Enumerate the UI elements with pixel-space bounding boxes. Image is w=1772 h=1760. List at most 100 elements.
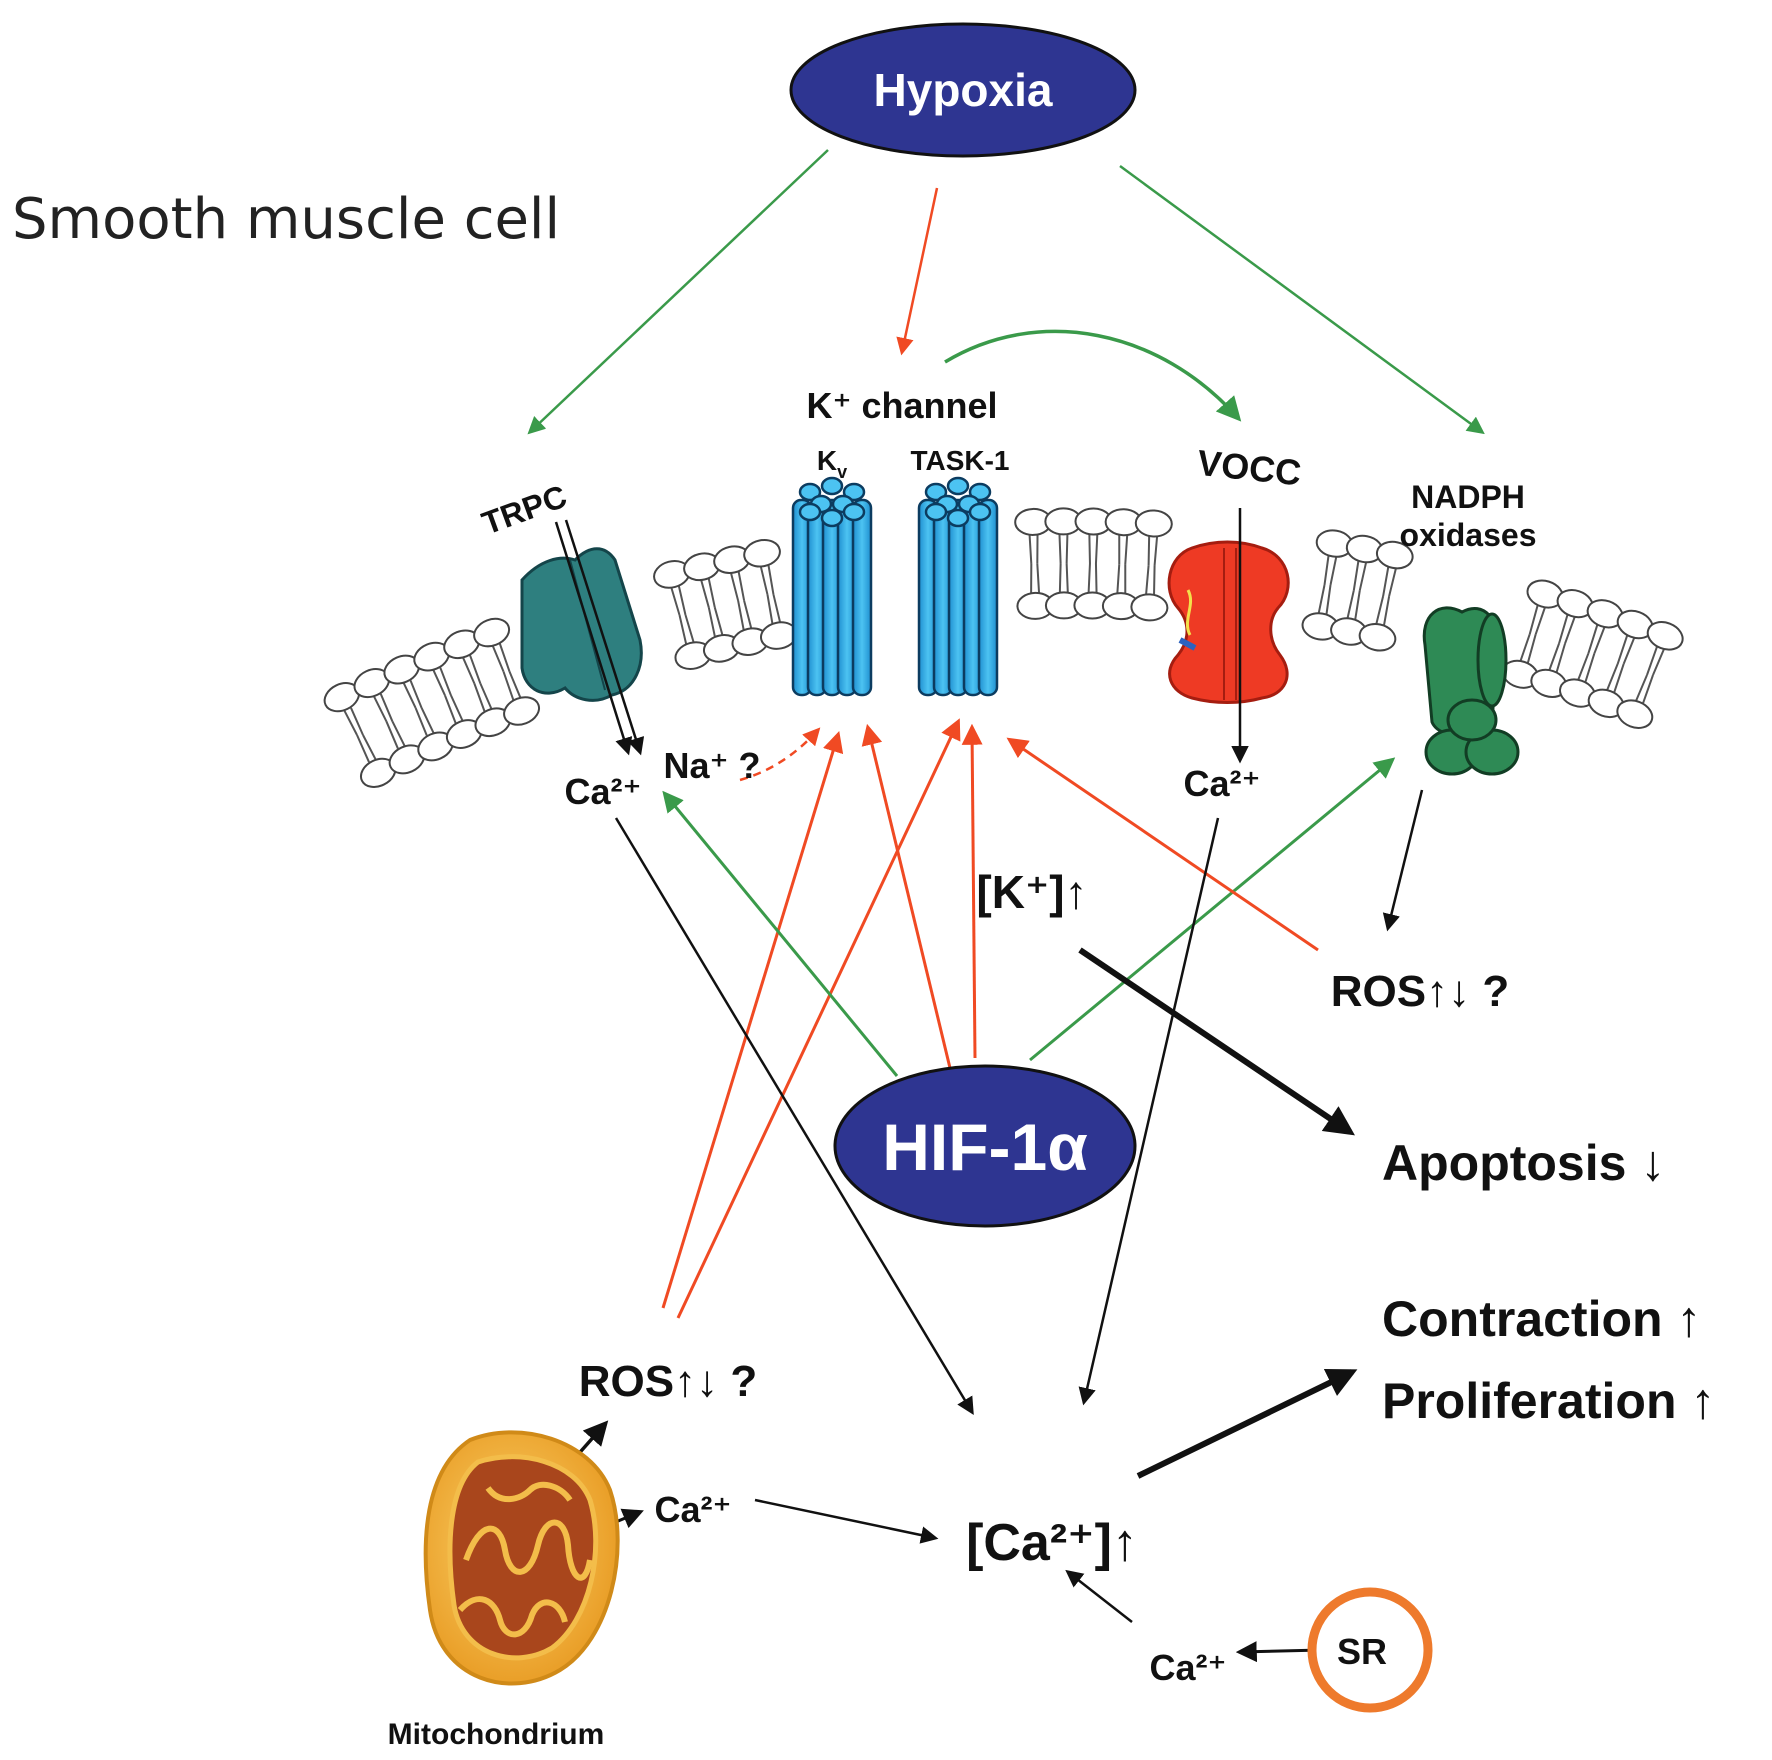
lipid-head [1616,699,1654,729]
lipid-tail [1547,643,1567,673]
lipid-tail [707,607,724,637]
lipid-tail [1317,584,1332,615]
channel-subunit-top [968,502,992,522]
lipid-tail [669,585,687,616]
channel-subunit-top [968,482,992,502]
lipid-tail [1145,565,1156,596]
k-concentration-label: [K⁺]↑ [976,866,1087,918]
lipid-tail [1558,614,1577,644]
hypoxia-label: Hypoxia [874,64,1053,116]
task1-label: TASK-1 [910,445,1009,476]
lipid-tail [431,667,452,696]
channel-subunit-top [924,482,948,502]
lipid-head [473,617,511,648]
lipid-tail [414,707,436,736]
lipid-tail [1374,595,1391,626]
channel-subunit-top [946,476,970,496]
channel-subunit-top [820,476,844,496]
channel-subunit-top [924,502,948,522]
ros-mito-label: ROS↑↓ ? [579,1357,757,1406]
lipid-tail [699,578,716,608]
lipid-tail [1030,563,1041,594]
lipid-tail [371,693,394,722]
lipid-head [1130,593,1169,622]
nadph-label-line1: NADPH [1411,479,1525,515]
page-title: Smooth muscle cell [12,187,560,252]
channel-subunit [977,498,999,697]
lipid-tail [342,707,364,736]
lipid-tail [473,682,494,712]
lipid-tail [461,655,482,684]
proliferation-outcome: Proliferation ↑ [1382,1373,1715,1429]
lipid-tail [1058,533,1069,564]
task1-channel [917,476,999,697]
nadph-oxidase-complex [1422,606,1520,776]
lipid-tail [1147,535,1159,566]
hif1a-label: HIF-1α [882,1110,1088,1184]
ca-mito-label: Ca²⁺ [654,1489,731,1530]
sr-vesicle [1307,1587,1433,1713]
vocc-label: VOCC [1195,442,1303,494]
mitochondrium-label: Mitochondrium [388,1718,605,1751]
lipid-head [1134,509,1173,538]
vocc-channel [1167,508,1290,764]
lipid-tail [1087,563,1098,594]
lipid-tail [1323,555,1338,586]
arrows [518,149,1485,1663]
lipid-tail [729,571,746,601]
lipid-head [1646,621,1684,651]
ca-sr-label: Ca²⁺ [1149,1647,1226,1688]
lipid-tail [401,680,423,709]
sr-label: SR [1337,1631,1387,1672]
channel-subunit-top [820,508,844,528]
lipid-tail [1088,533,1099,564]
ros-nadph-label: ROS↑↓ ? [1331,967,1509,1016]
apoptosis-outcome: Apoptosis ↓ [1382,1135,1665,1191]
lipid-tail [1352,560,1368,591]
lipid-tail [1518,633,1537,664]
lipid-tail [502,671,523,701]
nadph-label-line2: oxidases [1400,517,1537,553]
contraction-outcome: Contraction ↑ [1382,1291,1701,1347]
channel-subunit-top [842,482,866,502]
cell-membrane [323,507,1684,788]
lipid-head [743,539,781,568]
lipid-head [503,696,541,726]
lipid-tail [1028,533,1039,564]
na-label: Na⁺ ? [663,745,760,786]
lipid-tail [1382,566,1398,597]
hypoxia-node [789,22,1137,158]
k-channel-label: K⁺ channel [806,385,997,426]
trpc-channel [520,519,645,756]
ca-vocc-label: Ca²⁺ [1183,763,1260,804]
channel-subunit-top [946,508,970,528]
lipid-tail [678,614,696,645]
lipid-tail [1646,646,1666,676]
ca-concentration-label: [Ca²⁺]↑ [966,1514,1138,1572]
channel-subunit-top [798,482,822,502]
lipid-head [1375,540,1414,570]
lipid-tail [1587,624,1607,654]
lipid-tail [1058,563,1069,594]
kv-label: Kv [817,445,847,482]
lipid-tail [1634,674,1654,704]
kv-channel [791,476,873,697]
lipid-tail [1118,534,1129,565]
lipid-tail [1528,605,1547,635]
lipid-tail [1616,635,1636,665]
channel-subunit-top [798,502,822,522]
lipid-tail [356,734,378,763]
lipid-tail [1116,564,1127,595]
trpc-label: TRPC [477,478,571,542]
ca-trpc-label: Ca²⁺ [564,771,641,812]
lipid-tail [385,720,407,749]
lipid-tail [1605,663,1625,693]
lipid-tail [444,694,465,724]
lipid-head [1358,623,1397,652]
lipid-tail [759,564,775,595]
lipid-tail [1346,590,1361,620]
hif1a-node [833,1064,1137,1228]
lipid-tail [490,643,511,673]
lipid-tail [737,600,753,631]
